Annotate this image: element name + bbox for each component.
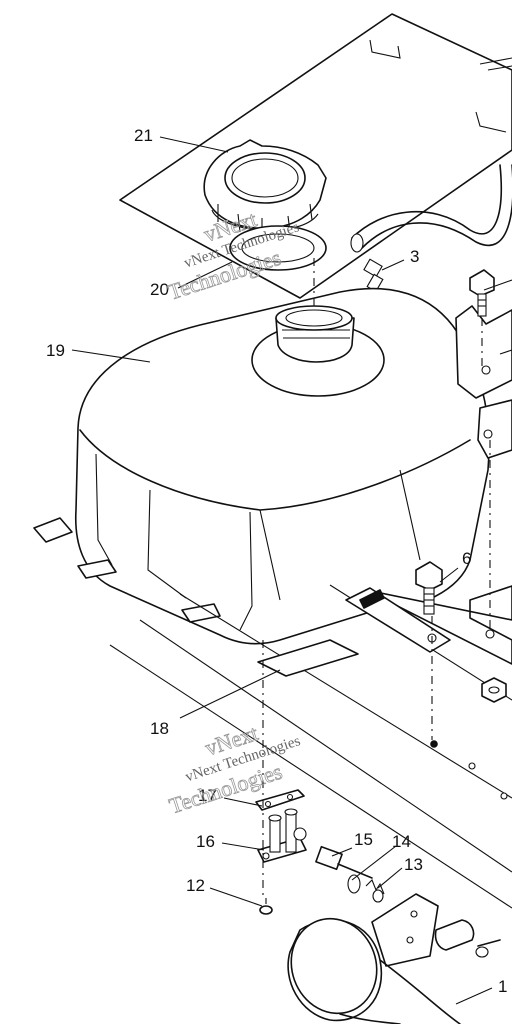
assembly-centerlines [262,258,491,898]
valve-screw [259,898,273,915]
tank-bracket [455,269,512,459]
frame-tube [287,917,461,1024]
lower-bracket [371,893,501,967]
fuel-tank [33,287,490,645]
leader-lines [71,136,512,1005]
callout-labels: 21 20 3 19 6 18 17 16 15 14 13 12 1 [46,126,507,996]
callout-13: 13 [404,855,423,874]
elbow-fitting [363,258,384,293]
callout-12: 12 [186,876,205,895]
callout-19: 19 [46,341,65,360]
frame-panel [109,584,512,909]
tank-pad [257,639,359,677]
callout-14: 14 [392,832,411,851]
cap-gasket [229,225,327,271]
fuel-valve [257,808,307,863]
callout-3: 3 [410,247,419,266]
callout-18: 18 [150,719,169,738]
callout-1: 1 [498,977,507,996]
callout-21: 21 [134,126,153,145]
watermark-top: vNext vNext Technologies Technologies [164,206,301,305]
callout-20: 20 [150,280,169,299]
callout-15: 15 [354,830,373,849]
callout-16: 16 [196,832,215,851]
seat-panel [119,13,512,299]
mounting-bolt [415,561,443,615]
callout-17: 17 [198,786,217,805]
valve-strap [255,789,305,811]
valve-knob-assembly [315,845,385,903]
callout-6: 6 [462,549,471,568]
